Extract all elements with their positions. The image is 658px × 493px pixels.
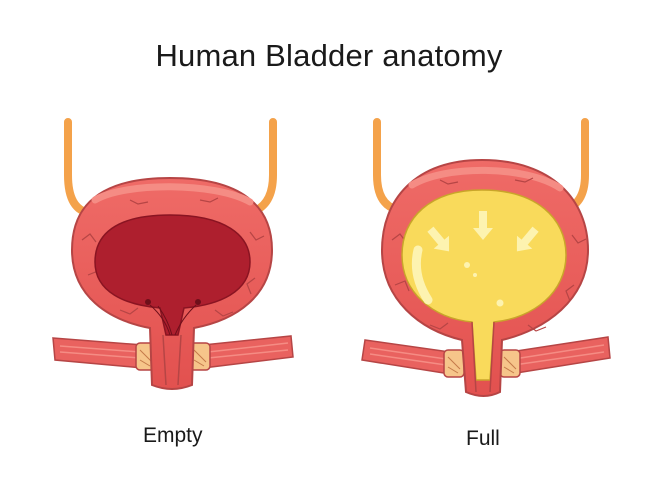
- empty-label: Empty: [143, 424, 203, 447]
- full-label: Full: [466, 427, 500, 450]
- empty-bladder: [52, 118, 294, 390]
- right-ureter: [248, 118, 277, 216]
- left-ureter: [64, 118, 94, 217]
- diagram-title: Human Bladder anatomy: [155, 38, 503, 73]
- left-ureter-full: [373, 118, 402, 214]
- full-bladder: [361, 118, 611, 397]
- downward-arrow-icon: [516, 226, 539, 252]
- downward-arrow-icon: [473, 211, 493, 240]
- downward-arrow-icon: [427, 226, 450, 252]
